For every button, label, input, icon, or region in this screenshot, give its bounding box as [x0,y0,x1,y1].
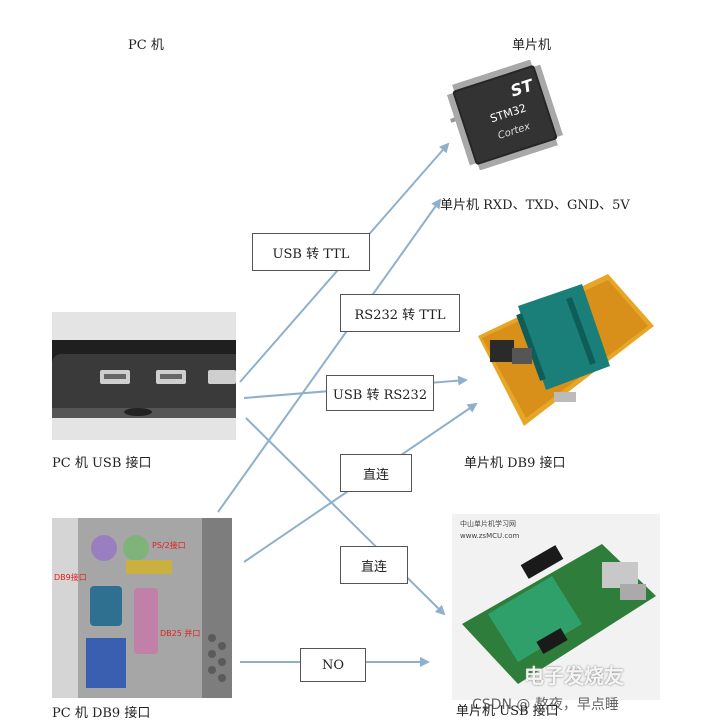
board-site-title: 中山单片机学习网 [460,519,516,528]
mcu-pins-label: 单片机 RXD、TXD、GND、5V [440,198,630,213]
stm32-chip-image: ST STM32 Cortex [446,60,564,170]
db25-port-label: DB25 并口 [160,628,200,638]
usb-to-rs232-box: USB 转 RS232 [326,375,434,411]
watermark-credit: CSDN @ 熬夜，早点睡 [472,697,619,713]
mcu-usb-label: 单片机 USB 接口 [456,704,559,719]
direct-connect-box-2: 直连 [340,546,408,584]
board-site-url: www.zsMCU.com [460,532,519,540]
db9-port-label: DB9接口 [54,572,87,582]
arrow-rs232-to-ttl [217,198,442,513]
mcu-header: 单片机 [512,38,552,53]
pc-header: PC 机 [128,38,164,53]
pc-usb-image [52,312,236,440]
mcu-db9-label: 单片机 DB9 接口 [464,456,566,471]
mcu-usb-board-image: 中山单片机学习网 www.zsMCU.com [452,514,660,700]
usb-to-ttl-box: USB 转 TTL [252,233,370,271]
rs232-to-ttl-box: RS232 转 TTL [340,294,460,332]
arrow-usb-direct [245,417,446,616]
watermark-logo: 电子发烧友 [524,664,624,688]
pc-db9-label: PC 机 DB9 接口 [52,706,151,721]
pc-db9-image: PS/2接口 DB9接口 DB25 并口 [52,518,232,698]
pc-usb-label: PC 机 USB 接口 [52,456,152,471]
mcu-db9-board-image [458,266,658,434]
ps2-port-label: PS/2接口 [152,540,186,550]
no-box: NO [300,648,366,682]
direct-connect-box-1: 直连 [340,454,412,492]
